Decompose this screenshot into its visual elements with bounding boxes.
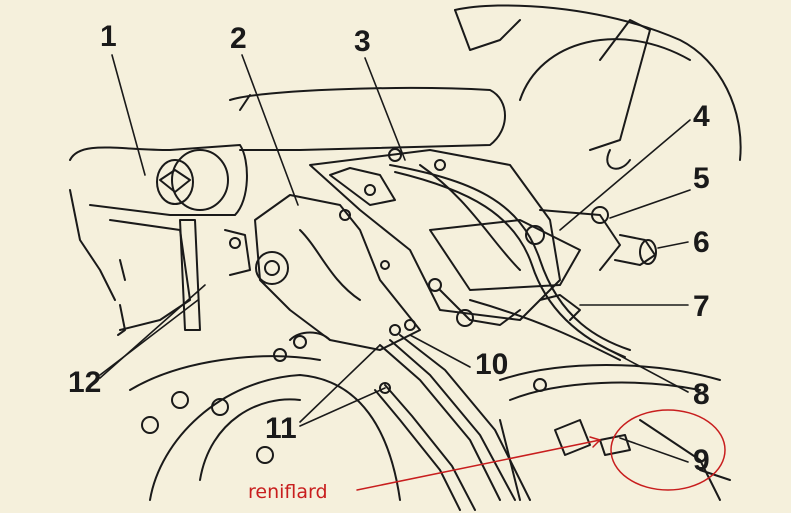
fan-housing [454, 4, 742, 170]
label-8: 8 [693, 378, 710, 411]
label-1: 1 [100, 20, 117, 53]
frame-right [499, 364, 731, 501]
label-11: 11 [265, 412, 297, 445]
label-10: 10 [475, 348, 509, 381]
leader-lines [99, 54, 691, 463]
label-12: 12 [68, 366, 102, 399]
label-5: 5 [693, 162, 710, 195]
frame-left [69, 189, 251, 336]
label-4: 4 [693, 100, 710, 133]
label-3: 3 [354, 25, 371, 58]
annotation-circle [610, 409, 726, 491]
reniflard-annotation: reniflard [248, 481, 328, 503]
hydraulic-block [309, 148, 657, 327]
label-6: 6 [693, 226, 710, 259]
annotation-highlight [356, 409, 726, 491]
lower-housing [129, 331, 401, 501]
label-7: 7 [693, 290, 710, 323]
label-9: 9 [693, 444, 710, 477]
label-2: 2 [230, 22, 247, 55]
mounting-bracket [254, 194, 421, 351]
cylinder-assembly [69, 87, 506, 216]
annotation-arrow-line [356, 439, 601, 491]
hydraulic-tubes [179, 164, 631, 511]
